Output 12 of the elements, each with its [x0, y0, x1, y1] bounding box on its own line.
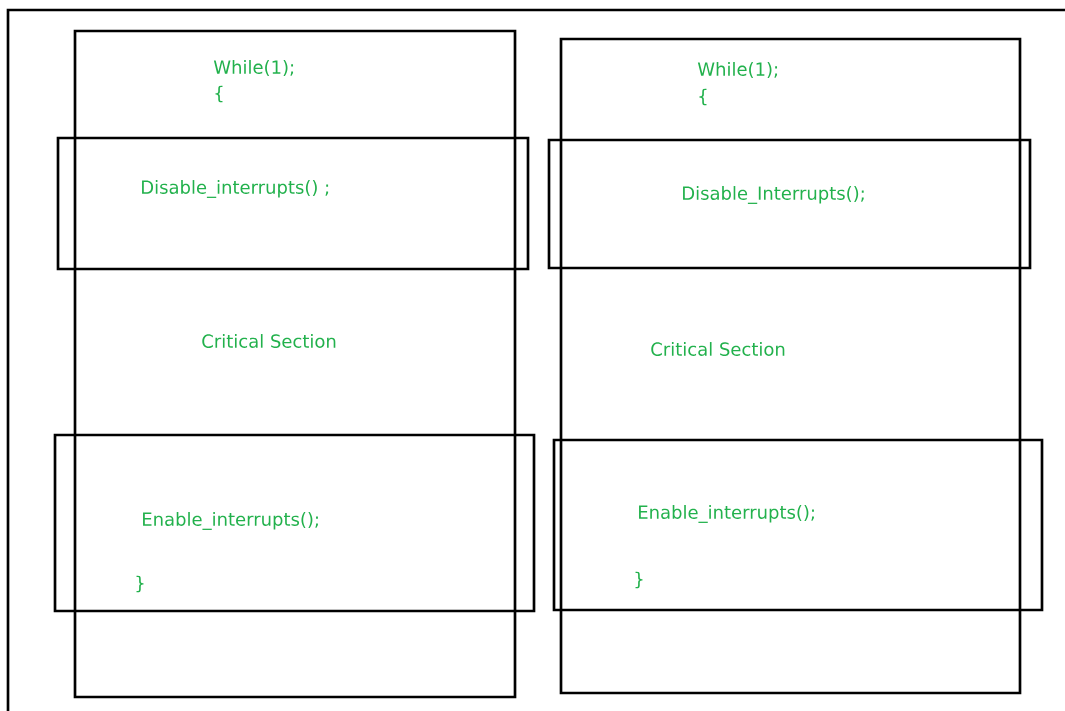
code-text: Critical Section: [651, 342, 785, 356]
code-text: {: [215, 85, 223, 103]
code-text: }: [136, 575, 144, 593]
code-text: Enable_interrupts();: [639, 505, 814, 523]
code-text: Enable_interrupts();: [143, 512, 318, 530]
code-text: While(1);: [697, 62, 777, 79]
code-text: }: [635, 571, 643, 589]
code-text: Critical Section: [202, 334, 336, 348]
code-text: While(1);: [213, 60, 294, 77]
code-text: Disable_Interrupts();: [683, 186, 864, 204]
code-text: Disable_interrupts() ;: [142, 180, 329, 198]
code-text: {: [699, 88, 707, 106]
